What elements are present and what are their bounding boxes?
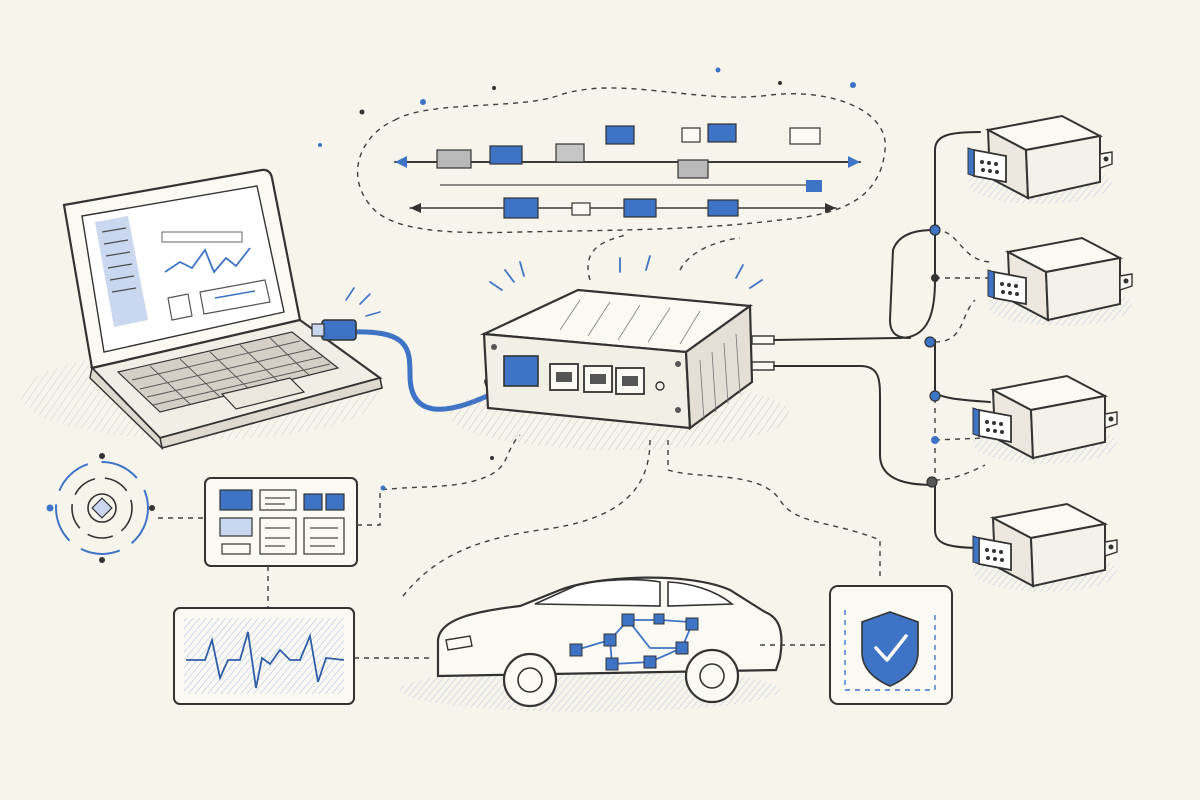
frame-block [789,127,821,145]
frame-block [555,143,585,163]
waveform-icon [173,607,355,705]
can-interface-icon [450,234,790,450]
bus-node [929,224,941,236]
frame-block [436,149,472,169]
frame-block [489,145,523,165]
frame-block [623,198,657,218]
frame-block [605,125,635,145]
traffic-row-2 [409,203,837,213]
radar-icon [46,453,155,563]
laptop-screen-ui [95,216,271,327]
can-connector [751,335,775,345]
bus-node [924,336,936,348]
frame-block [707,123,737,143]
can-traffic-bubble [318,67,886,234]
bus-node [926,476,938,488]
shield-check-icon [829,585,953,705]
table-icon [204,477,358,567]
laptop-icon [20,168,383,451]
ecu-module-icon [972,502,1118,592]
ecu-group [967,114,1133,592]
status-led [655,381,665,391]
frame-block [503,197,539,219]
can-connector [751,361,775,371]
frame-block [677,159,709,179]
car-icon [400,576,783,712]
frame-block [707,199,739,217]
bus-node [931,274,939,282]
frame-block [681,127,701,143]
frame-block [806,180,822,192]
bubble-dots [318,67,856,147]
can-frames [436,123,822,219]
ecu-module-icon [972,374,1118,464]
ethernet-ports [549,363,645,395]
usb-port [503,355,539,387]
frame-block [571,202,591,216]
laptop-trackpad [220,377,306,410]
traffic-row-1 [394,156,861,168]
can-bus-wiring [773,131,1000,549]
ecu-module-icon [987,236,1133,326]
bus-node [929,390,941,402]
usb-plug [321,319,357,341]
ecu-module-icon [967,114,1113,204]
vehicle-network-nodes [569,613,699,671]
activity-marks [489,255,763,291]
laptop-keyboard [116,331,340,413]
bus-node [931,436,939,444]
